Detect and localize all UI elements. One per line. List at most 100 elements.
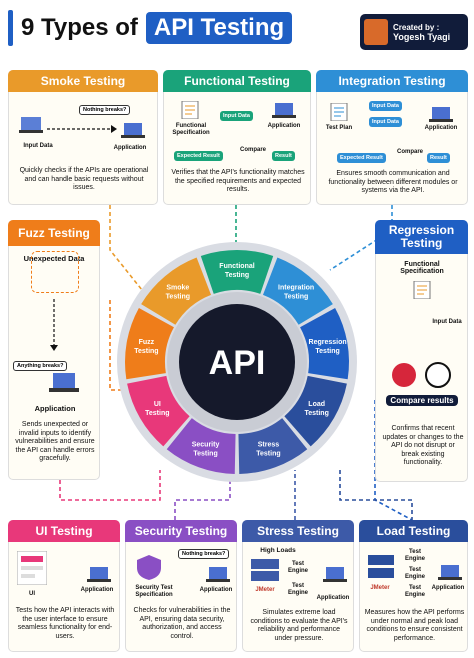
functional-result-pill: Result (272, 151, 295, 161)
load-engine2-label: Test Engine (404, 567, 425, 580)
load-title: Load Testing (359, 520, 468, 542)
integration-desc: Ensures smooth communication and functio… (328, 170, 458, 194)
load-app-label: Application (431, 585, 465, 591)
wheel-segment-integration-testing (262, 257, 333, 325)
document-icon (413, 281, 431, 299)
card-ui-testing: UI Testing UI Application Tests how the … (8, 520, 120, 652)
load-jmeter-label: JMeter (370, 585, 390, 591)
smoke-title: Smoke Testing (8, 70, 158, 92)
ui-desc: Tests how the API interacts with the use… (15, 607, 115, 640)
wheel-segment-stress-testing (238, 418, 308, 474)
stress-app-label: Application (316, 595, 350, 601)
integration-input1-pill: Input Data (369, 101, 402, 111)
wheel-segment-fuzz-testing (125, 307, 174, 380)
server-icon (368, 555, 394, 578)
document-icon (330, 103, 348, 121)
security-desc: Checks for vulnerabilities in the API, e… (133, 607, 231, 640)
regression-title: Regression Testing (375, 220, 468, 254)
page-title: 9 Types of API Testing (8, 6, 293, 50)
wheel-segment-ui-testing (127, 375, 190, 447)
smoke-desc: Quickly checks if the APIs are operation… (19, 167, 149, 191)
laptop-icon (49, 373, 79, 392)
shield-icon (137, 555, 161, 580)
laptop-icon (323, 567, 347, 582)
functional-title: Functional Testing (163, 70, 311, 92)
wheel-segment-functional-testing (200, 250, 274, 294)
document-icon (181, 101, 199, 119)
integration-compare-label: Compare (396, 149, 423, 155)
laptop-icon (206, 567, 230, 582)
card-load-testing: Load Testing JMeter Test Engine Test Eng… (359, 520, 468, 652)
stress-jmeter-label: JMeter (255, 587, 275, 593)
functional-input-pill: Input Data (220, 111, 253, 121)
integration-input2-pill: Input Data (369, 117, 402, 127)
api-core-label: API (209, 344, 266, 382)
card-functional-testing: Functional Testing Functional Specificat… (163, 70, 311, 205)
laptop-icon (87, 567, 111, 582)
laptop-icon (121, 123, 145, 138)
pinterest-icon (392, 362, 451, 388)
functional-expected-pill: Expected Result (174, 151, 223, 161)
integration-expected-pill: Expected Result (337, 153, 386, 163)
wheel-segment-security-testing (166, 418, 236, 474)
wheel-segment-smoke-testing (141, 257, 212, 325)
functional-compare-label: Compare (239, 147, 266, 153)
ui-screen-icon (17, 551, 47, 585)
credit-author: Yogesh Tyagi (393, 31, 451, 42)
card-fuzz-testing: Fuzz Testing Unexpected Data Anything br… (8, 220, 100, 480)
smoke-input-label: Input Data (23, 143, 53, 149)
regression-desc: Confirms that recent updates or changes … (382, 425, 464, 466)
stress-title: Stress Testing (242, 520, 354, 542)
arrow-icon (50, 299, 58, 351)
card-stress-testing: Stress Testing High Loads JMeter Test En… (242, 520, 354, 652)
stress-high-label: High Loads (260, 547, 296, 554)
credit-line1: Created by : (393, 22, 440, 32)
fuzz-desc: Sends unexpected or invalid inputs to id… (15, 421, 95, 462)
stress-desc: Simulates extreme load conditions to eva… (250, 609, 348, 642)
fuzz-unexpected-label: Unexpected Data (23, 254, 85, 263)
wheel-segment-load-testing (284, 375, 347, 447)
card-regression-testing: Regression Testing Functional Specificat… (375, 220, 468, 482)
integration-title: Integration Testing (316, 70, 468, 92)
title-part2: API Testing (145, 12, 293, 44)
card-security-testing: Security Testing Nothing breaks? Securit… (125, 520, 237, 652)
regression-spec-label: Functional Specification (400, 261, 444, 275)
stress-engine1-label: Test Engine (287, 561, 308, 574)
regression-compare-pill: Compare results (386, 395, 458, 406)
load-engine3-label: Test Engine (404, 585, 425, 598)
integration-plan-label: Test Plan (325, 125, 353, 131)
stress-engine2-label: Test Engine (287, 583, 308, 596)
smoke-bubble: Nothing breaks? (79, 105, 131, 115)
api-core (179, 304, 295, 420)
arrow-icon (47, 125, 117, 133)
input-data-icon (19, 117, 43, 133)
laptop-icon (429, 107, 453, 122)
fuzz-bubble: Anything breaks? (13, 361, 68, 371)
fuzz-title: Fuzz Testing (8, 220, 100, 246)
ui-app-label: Application (80, 587, 114, 593)
avatar (364, 19, 388, 45)
server-icon (251, 559, 279, 581)
functional-desc: Verifies that the API's functionality ma… (171, 169, 305, 193)
title-accent-bar (8, 10, 13, 46)
security-app-label: Application (199, 587, 233, 593)
ui-title: UI Testing (8, 520, 120, 542)
load-desc: Measures how the API performs under norm… (364, 609, 465, 642)
laptop-icon (438, 565, 462, 580)
card-integration-testing: Integration Testing Test Plan Input Data… (316, 70, 468, 205)
regression-input-label: Input Data (432, 319, 462, 325)
functional-spec-label: Functional Specification (172, 123, 210, 136)
title-part1: 9 Types of (21, 14, 138, 41)
load-engine1-label: Test Engine (404, 549, 425, 562)
credit-badge: Created by : Yogesh Tyagi (360, 14, 468, 50)
smoke-app-label: Application (113, 145, 147, 151)
functional-app-label: Application (267, 123, 301, 129)
security-bubble: Nothing breaks? (178, 549, 230, 559)
